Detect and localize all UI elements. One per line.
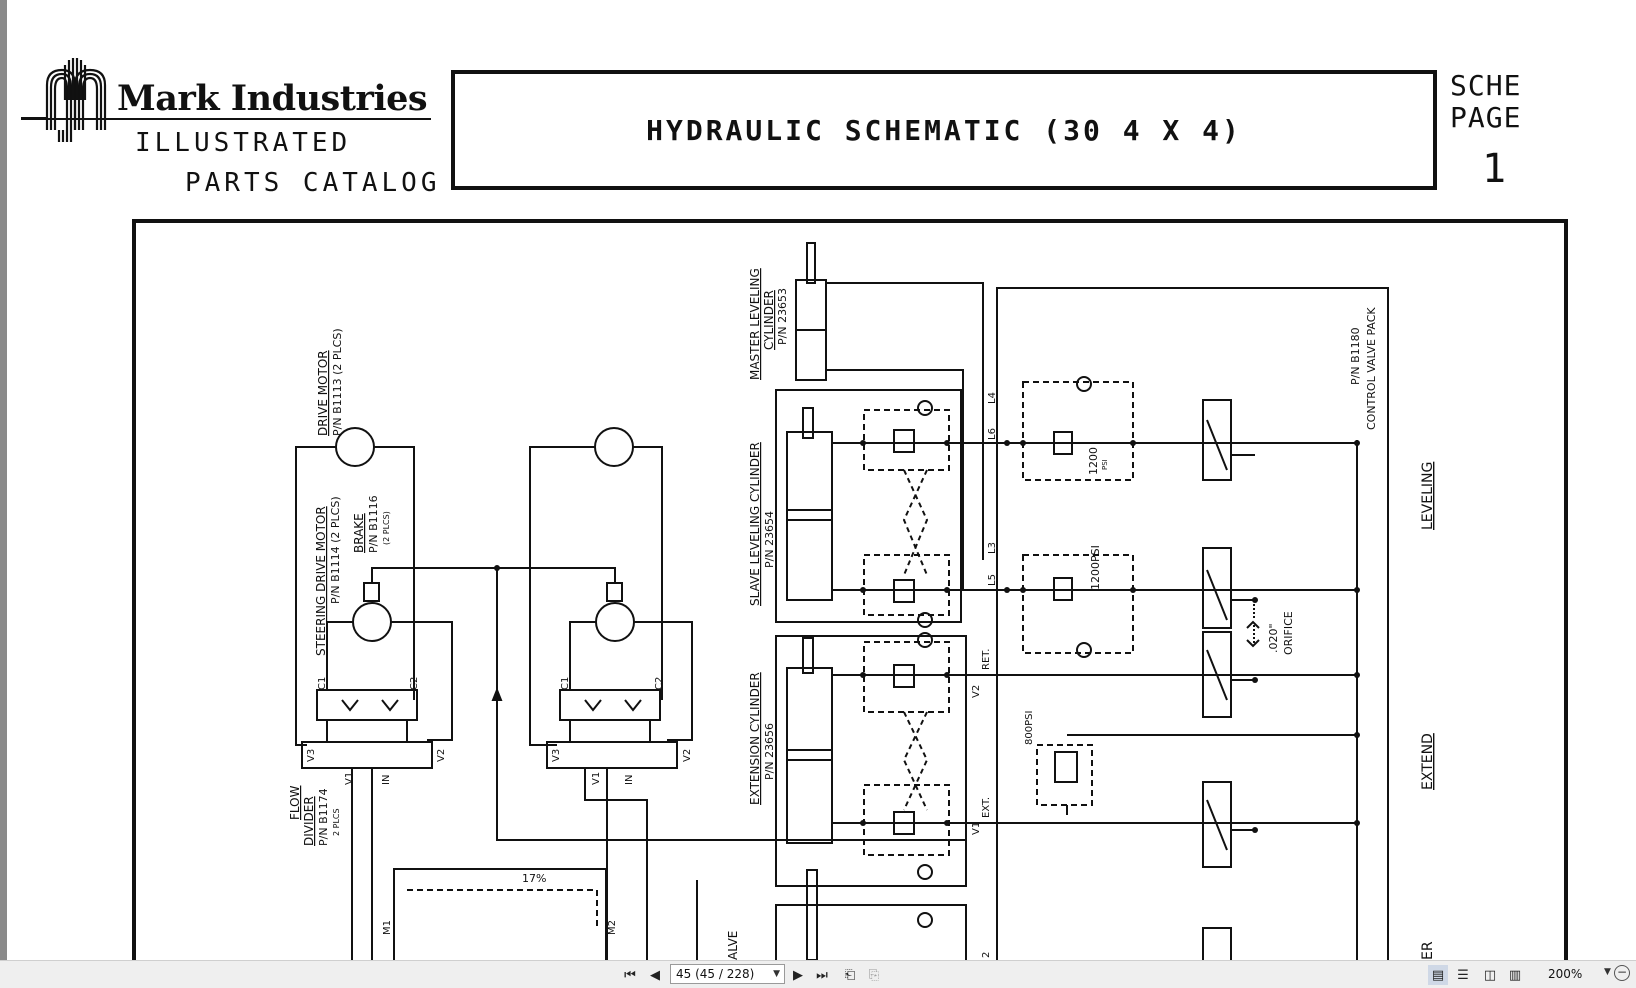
port-l4: L4 <box>987 392 998 404</box>
port-ret: RET. <box>981 649 992 670</box>
percent-label: 17% <box>522 872 546 885</box>
hydraulic-schematic: DRIVE MOTOR P/N B1113 (2 PLCS) STEERING … <box>132 219 1568 960</box>
sche-page-label: SCHE PAGE <box>1450 70 1521 134</box>
flow-label: FLOW <box>288 785 302 820</box>
single-page-view-button[interactable]: ▤ <box>1428 965 1448 985</box>
page-selector[interactable]: 45 (45 / 228) ▼ <box>670 964 785 984</box>
document-title: HYDRAULIC SCHEMATIC (30 4 X 4) <box>646 113 1242 147</box>
go-back-button[interactable]: ⎗ <box>840 965 860 985</box>
last-page-button[interactable]: ⏭ <box>812 965 832 985</box>
go-forward-icon: ⎘ <box>868 967 880 983</box>
catalog-line-1: ILLUSTRATED <box>135 128 352 158</box>
single-page-icon: ▤ <box>1431 967 1445 983</box>
valve-pack-pn: P/N B1180 <box>1349 327 1362 385</box>
zoom-out-button[interactable]: − <box>1614 965 1630 981</box>
port-v1-b: V1 <box>591 772 602 785</box>
minus-icon: − <box>1616 965 1628 979</box>
port-c2-a: C2 <box>409 677 420 690</box>
brake-pn: P/N B1116 <box>367 495 380 553</box>
facing-view-button[interactable]: ◫ <box>1480 965 1500 985</box>
slave-cylinder-pn: P/N 23654 <box>763 511 776 568</box>
next-page-button[interactable]: ▶ <box>788 965 808 985</box>
viewer-toolbar: ⏮ ◀ 45 (45 / 228) ▼ ▶ ⏭ ⎗ ⎘ ▤ ☰ ◫ ▥ 200%… <box>0 960 1636 988</box>
leveling-label: LEVELING <box>1420 462 1436 530</box>
logo-rule <box>21 118 431 120</box>
slave-cylinder-label: SLAVE LEVELING CYLINDER <box>748 442 762 606</box>
port-v3-b: V3 <box>551 749 562 762</box>
drive-motor-pn: P/N B1113 (2 PLCS) <box>331 328 344 436</box>
facing-pages-icon: ◫ <box>1483 967 1497 983</box>
go-back-icon: ⎗ <box>844 967 856 983</box>
sche-label: SCHE <box>1450 69 1522 102</box>
continuous-facing-icon: ▥ <box>1508 967 1522 983</box>
orifice-label: ORIFICE <box>1282 611 1295 655</box>
continuous-view-button[interactable]: ☰ <box>1453 965 1473 985</box>
previous-page-icon: ◀ <box>650 967 660 983</box>
company-name: Mark Industries <box>117 78 428 119</box>
extension-cylinder-label: EXTENSION CYLINDER <box>748 672 762 805</box>
drive-motor-label: DRIVE MOTOR <box>316 350 330 436</box>
sche-page-number: 1 <box>1482 146 1507 192</box>
steering-drive-motor-pn: P/N B1114 (2 PLCS) <box>329 496 342 604</box>
zoom-dropdown-icon[interactable]: ▼ <box>1604 967 1611 977</box>
first-page-button[interactable]: ⏮ <box>620 965 640 985</box>
master-cylinder-label: MASTER LEVELING <box>748 268 762 380</box>
window-edge <box>0 0 7 988</box>
first-page-icon: ⏮ <box>624 967 636 983</box>
port-ext: EXT. <box>981 797 992 818</box>
brake-label: BRAKE <box>352 513 366 553</box>
brake-qty: (2 PLCS) <box>382 511 391 545</box>
go-forward-button[interactable]: ⎘ <box>864 965 884 985</box>
relief-psi-1200a: 1200 <box>1087 447 1100 475</box>
port-l6: L6 <box>987 428 998 440</box>
port-c1-b: C1 <box>560 677 571 690</box>
steering-drive-motor-label: STEERING DRIVE MOTOR <box>314 506 328 656</box>
port-l5: L5 <box>987 574 998 586</box>
valve-pack-label: CONTROL VALVE PACK <box>1365 307 1378 430</box>
master-cylinder-pn: P/N 23653 <box>776 288 789 345</box>
port-in-b: IN <box>624 775 635 785</box>
flow-divider-qty: 2 PLCS <box>332 808 341 836</box>
port-v2-b: V2 <box>682 749 693 762</box>
chevron-down-icon: ▼ <box>773 969 780 979</box>
port-v1-a: V1 <box>344 772 355 785</box>
document-page: Mark Industries ILLUSTRATED PARTS CATALO… <box>7 0 1636 960</box>
flow-divider-pn: P/N B1174 <box>317 788 330 846</box>
valve-partial-label: ALVE <box>726 931 740 960</box>
page-label: PAGE <box>1450 101 1522 134</box>
master-cylinder-label-2: CYLINDER <box>762 290 776 350</box>
port-c2-b: C2 <box>654 677 665 690</box>
continuous-facing-view-button[interactable]: ▥ <box>1505 965 1525 985</box>
relief-psi-unit: PSI <box>1101 459 1109 470</box>
catalog-line-2: PARTS CATALOG <box>185 168 441 198</box>
extension-cylinder-pn: P/N 23656 <box>763 723 776 780</box>
port-v3-a: V3 <box>306 749 317 762</box>
port-v1-c: V1 <box>971 822 982 835</box>
page-selector-value: 45 (45 / 228) <box>676 967 755 981</box>
divider-label: DIVIDER <box>302 796 316 846</box>
last-page-icon: ⏭ <box>816 967 828 983</box>
port-v2-a: V2 <box>436 749 447 762</box>
port-in-a: IN <box>381 775 392 785</box>
orifice-size: .020" <box>1267 623 1280 653</box>
relief-psi-800: 800PSI <box>1024 711 1035 745</box>
port-c1-a: C1 <box>317 677 328 690</box>
title-box: HYDRAULIC SCHEMATIC (30 4 X 4) <box>451 70 1437 190</box>
previous-page-button[interactable]: ◀ <box>645 965 665 985</box>
relief-psi-1200b: 1200PSI <box>1089 545 1102 590</box>
next-page-icon: ▶ <box>793 967 803 983</box>
port-l3: L3 <box>987 542 998 554</box>
section-partial-label: ER <box>1420 941 1436 960</box>
port-m1: M1 <box>382 920 393 935</box>
port-2: 2 <box>981 952 992 958</box>
extend-label: EXTEND <box>1420 733 1436 790</box>
port-v2-c: V2 <box>971 685 982 698</box>
port-m2: M2 <box>607 920 618 935</box>
zoom-level[interactable]: 200% <box>1548 967 1583 981</box>
continuous-page-icon: ☰ <box>1457 967 1469 983</box>
